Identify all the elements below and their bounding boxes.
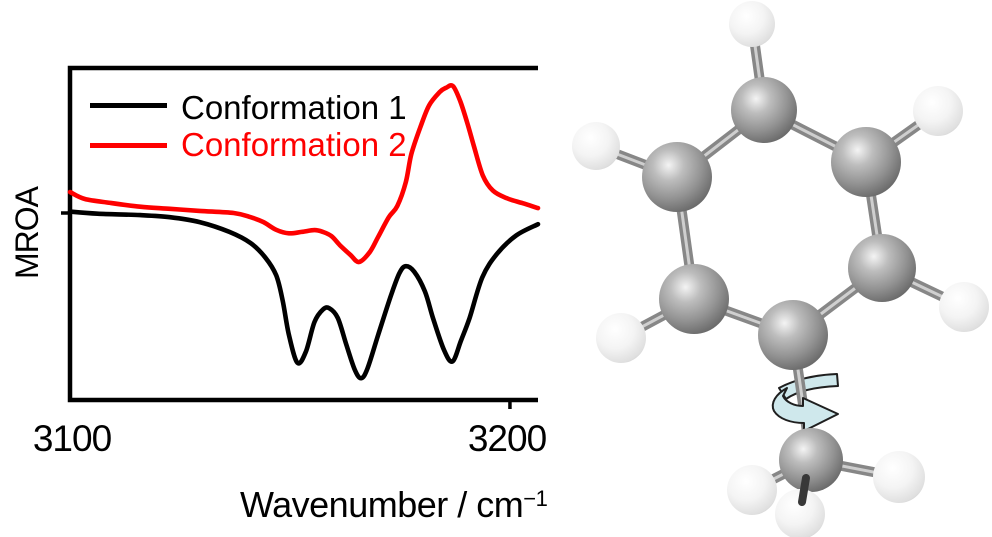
carbon-atom [758,300,828,370]
carbon-atom [779,428,843,492]
plot-frame [67,65,538,403]
rotation-arrow-icon [778,373,839,400]
hydrogen-atom [939,282,989,332]
rotation-arrow-head-icon [771,387,839,432]
carbon-atom [659,264,729,334]
curve-conformation-2 [67,82,541,265]
hydrogen-atom [913,86,963,136]
legend-label-conformation-1: Conformation 1 [181,89,407,126]
x-axis-label: Wavenumber / cm−1 [240,484,548,526]
hydrogen-atom [873,451,925,503]
carbon-atom [642,142,712,212]
rotation-arrow-front-band [771,387,839,432]
legend-line-conformation-1 [90,103,167,108]
carbon-atom [831,127,901,197]
molecule-atoms [572,1,989,537]
hydrogen-atom [596,313,646,363]
legend-label-conformation-2: Conformation 2 [181,126,407,163]
x-axis-label-base: Wavenumber / cm [240,484,524,525]
curve-conformation-1 [67,209,541,381]
rotation-arrow-back-band [778,373,839,400]
y-axis-label: MROA [9,187,45,279]
x-axis-label-superscript: −1 [523,486,548,511]
hydrogen-atom [572,122,620,170]
methyl-front-hydrogen-bond [798,474,810,506]
carbon-atom [848,234,916,302]
legend-line-conformation-2 [90,143,167,148]
x-tick-label-3100: 3100 [32,418,112,459]
hydrogen-atom [727,465,777,515]
front-bond-stub [798,474,810,506]
hydrogen-atom [729,1,775,47]
carbon-atom [731,77,797,143]
spectrum-plot [61,65,541,409]
hydrogen-atom [775,489,825,537]
x-tick-label-3200: 3200 [467,418,547,459]
